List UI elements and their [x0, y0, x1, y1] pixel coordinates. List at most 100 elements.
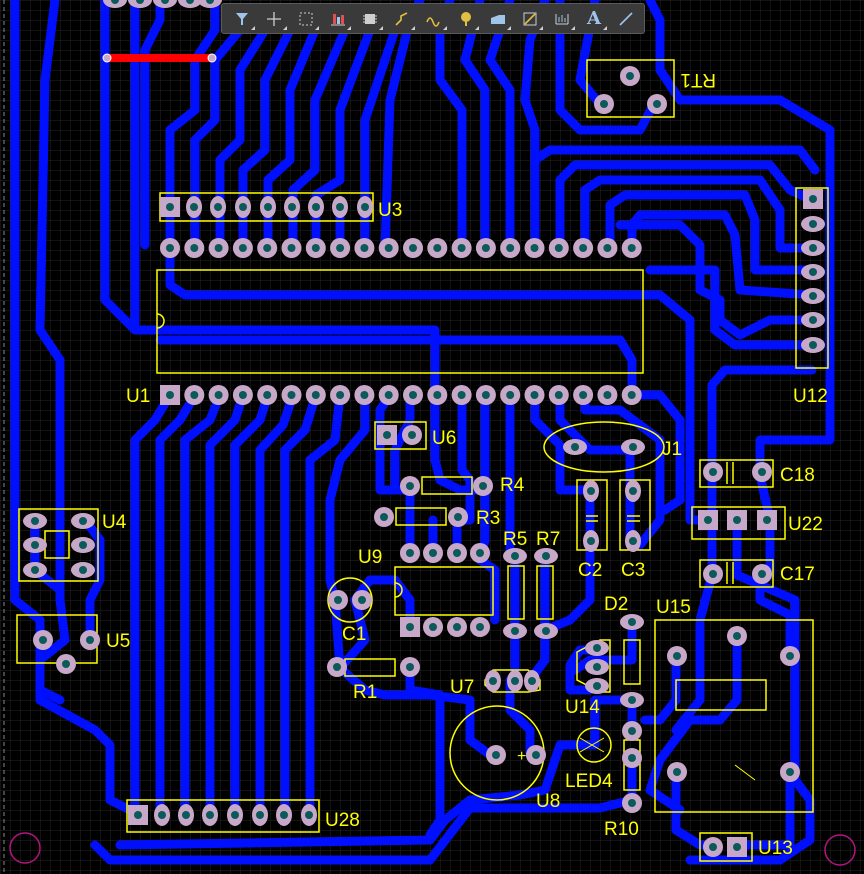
pad-hole — [489, 677, 497, 685]
pad-hole — [629, 487, 637, 495]
pad-hole — [360, 391, 369, 399]
select-rect-icon — [299, 12, 313, 25]
pad-hole — [406, 623, 414, 631]
diff-pair-button[interactable] — [418, 4, 450, 33]
pad-hole — [409, 391, 417, 399]
pad-hole — [239, 203, 247, 211]
label-r7: R7 — [536, 529, 560, 550]
polygon-button[interactable] — [482, 4, 514, 33]
label-c1: C1 — [342, 624, 366, 645]
pad-hole — [506, 391, 515, 399]
label-u14: U14 — [565, 697, 600, 718]
pad-hole — [758, 570, 766, 578]
pad-hole — [476, 623, 484, 631]
pad-hole — [166, 203, 174, 211]
pad-hole — [136, 0, 144, 4]
pad-hole — [336, 244, 345, 252]
pad-hole — [571, 443, 579, 451]
via-button[interactable] — [450, 4, 482, 33]
pad-hole — [809, 220, 817, 228]
crosshair-button[interactable] — [258, 4, 290, 33]
selected-track[interactable] — [102, 53, 217, 63]
pad-hole — [186, 0, 194, 4]
label-u9: U9 — [358, 547, 382, 568]
pad-hole — [231, 811, 239, 819]
pad-hole — [628, 696, 636, 704]
pad-hole — [457, 244, 466, 252]
pad-hole — [809, 244, 817, 252]
pad-hole — [809, 268, 817, 276]
pad-hole — [628, 799, 636, 807]
pad-hole — [673, 652, 681, 660]
label-c2: C2 — [578, 560, 602, 581]
pad-hole — [709, 843, 717, 851]
pad-hole — [433, 244, 442, 252]
pad-hole — [492, 751, 500, 759]
pad-hole — [511, 627, 519, 635]
pad-hole — [158, 811, 166, 819]
pad-hole — [31, 566, 39, 574]
pad-hole — [542, 552, 550, 560]
pad-hole — [166, 391, 174, 399]
pad-hole — [336, 203, 344, 211]
place-line-icon — [523, 12, 537, 25]
route-button[interactable] — [386, 4, 418, 33]
line-button[interactable] — [610, 4, 642, 33]
pad-hole — [809, 195, 817, 203]
text-button[interactable]: A — [578, 4, 610, 33]
place-line-button[interactable] — [514, 4, 546, 33]
pad-hole — [653, 100, 661, 108]
label-d2: D2 — [604, 594, 628, 615]
label-u4: U4 — [102, 512, 127, 533]
active-bar-toolbar: A — [221, 3, 645, 34]
pad-hole — [190, 203, 198, 211]
route-icon — [395, 11, 408, 26]
component-button[interactable] — [354, 4, 386, 33]
pad-hole — [182, 811, 190, 819]
pad-hole — [479, 482, 487, 490]
pad-hole — [554, 244, 563, 252]
polygon-icon — [491, 14, 505, 24]
label-rt1: RT1 — [680, 69, 716, 90]
pad-hole — [288, 203, 296, 211]
align-button[interactable] — [322, 4, 354, 33]
pad-hole — [190, 244, 199, 252]
pad-hole — [336, 391, 345, 399]
pad-hole — [79, 541, 87, 549]
pad-hole — [530, 244, 539, 252]
line-icon — [619, 11, 633, 26]
filter-button[interactable] — [226, 4, 258, 33]
pad-hole — [429, 549, 437, 557]
pad-hole — [311, 244, 320, 252]
pad-hole — [629, 537, 637, 545]
pad-hole — [311, 391, 320, 399]
pad-hole — [433, 391, 442, 399]
pad-hole — [600, 100, 608, 108]
label-u5: U5 — [106, 631, 130, 652]
pad-hole — [287, 244, 296, 252]
select-rect-button[interactable] — [290, 4, 322, 33]
pad-hole — [166, 244, 174, 252]
pad-hole — [62, 660, 70, 668]
label-u8: U8 — [536, 791, 560, 812]
pad-hole — [206, 811, 214, 819]
pad-hole — [476, 549, 484, 557]
label-led4: LED4 — [565, 771, 613, 792]
pad-hole — [238, 244, 247, 252]
pad-hole — [733, 843, 741, 851]
label-u22: U22 — [788, 514, 823, 535]
pad-hole — [554, 391, 563, 399]
label-r5: R5 — [503, 529, 527, 550]
pad-hole — [238, 391, 247, 399]
pad-hole — [627, 244, 636, 252]
pad-layer[interactable] — [23, 0, 825, 857]
label-u13: U13 — [758, 838, 793, 859]
pad-hole — [506, 244, 515, 252]
designator-labels: U3 U1 U12 RT1 U6 J1 R4 R3 C18 U22 U4 U9 … — [102, 69, 828, 859]
pad-hole — [603, 391, 612, 399]
text-icon: A — [587, 8, 601, 29]
dimension-button[interactable] — [546, 4, 578, 33]
u8-polarity-mark: + — [517, 748, 526, 765]
pad-hole — [31, 541, 39, 549]
